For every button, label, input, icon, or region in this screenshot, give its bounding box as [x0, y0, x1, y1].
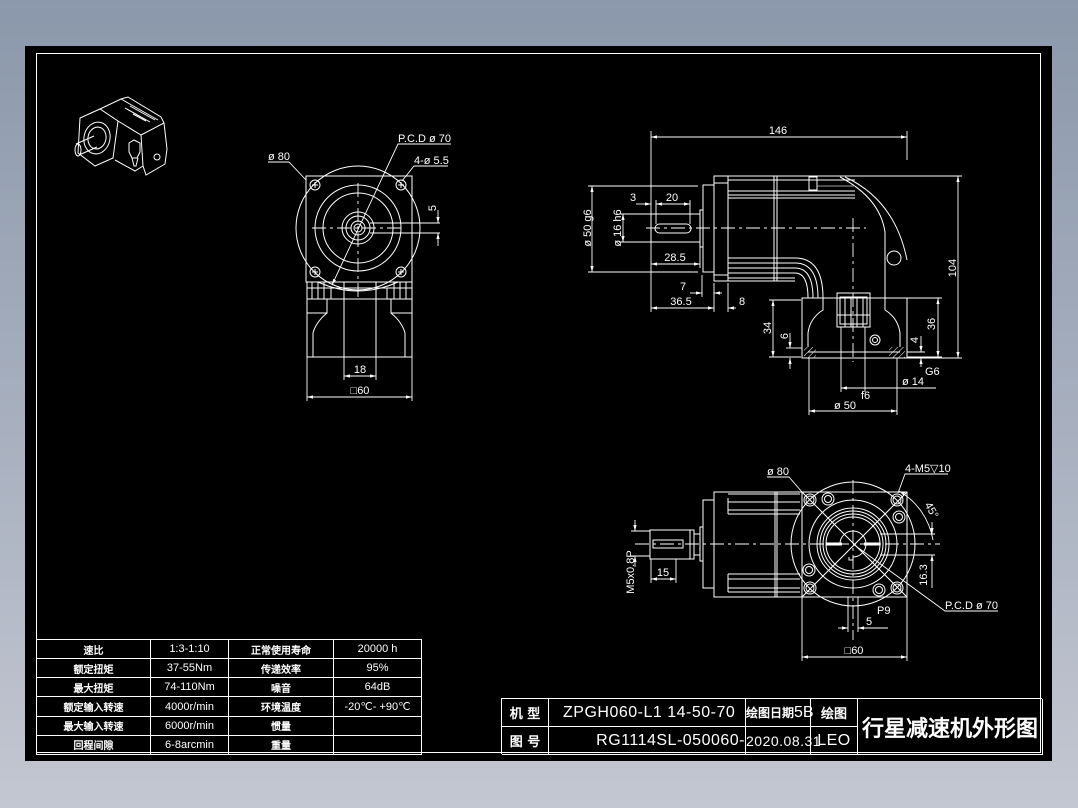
table-row: 最大扭矩 74-110Nm 噪音 64dB — [36, 677, 422, 698]
spec-value: 1:3-1:10 — [150, 638, 229, 660]
spec-label: 惯量 — [228, 715, 334, 736]
fit-f6: f6 — [861, 390, 870, 402]
dim-dia-80: ø 80 — [268, 151, 290, 163]
model-suffix: 5B — [794, 703, 814, 721]
date-value: 2020.08.31 — [746, 727, 821, 755]
dim-key-height: 16.3 — [918, 564, 930, 585]
spec-value: 4000r/min — [150, 696, 229, 717]
dim-flange-square: □60 — [845, 645, 864, 657]
dim-dia-80: ø 80 — [767, 466, 789, 478]
dim-shaft-dia: ø 16 h6 — [612, 209, 624, 246]
dim-pilot-dia: ø 50 g6 — [582, 209, 594, 246]
dim-pcd: P.C.D ø 70 — [398, 133, 451, 145]
dim-threads: 4-M5▽10 — [905, 463, 951, 475]
spec-label: 最大输入转速 — [36, 715, 151, 736]
dim-shaft-length: 28.5 — [664, 252, 685, 264]
spec-value: 74-110Nm — [150, 677, 229, 698]
dim-angle: 45° — [922, 500, 941, 520]
dim-overall-length: 146 — [769, 125, 787, 137]
spec-value — [333, 734, 422, 756]
dim-8: 8 — [739, 296, 745, 308]
table-row: 额定输入转速 4000r/min 环境温度 -20℃- +90℃ — [36, 696, 422, 717]
spec-value: 6000r/min — [150, 715, 229, 736]
dim-overall-height: 104 — [947, 259, 959, 277]
table-row: 回程间隙 6-8arcmin 重量 — [36, 734, 422, 756]
dim-base-dia: ø 50 — [834, 400, 856, 412]
dim-bore-dia: ø 14 — [902, 376, 924, 388]
spec-value: 6-8arcmin — [150, 734, 229, 756]
spec-label: 重量 — [228, 734, 334, 756]
spec-value: 64dB — [333, 677, 422, 698]
table-row: 额定扭矩 37-55Nm 传递效率 95% — [36, 658, 422, 679]
front-view: 5 ø 80 P.C.D ø 70 4-ø 5.5 18 □60 — [268, 133, 451, 401]
spec-label: 最大扭矩 — [36, 677, 151, 698]
spec-label: 传递效率 — [228, 658, 334, 679]
spec-label: 回程间隙 — [36, 734, 151, 756]
dim-holes: 4-ø 5.5 — [414, 155, 449, 167]
key-fit-p9: P9 — [877, 605, 890, 617]
date-label-cell: 绘图日期 5B — [746, 699, 814, 727]
dim-key-length: 20 — [666, 192, 678, 204]
spec-label: 额定扭矩 — [36, 658, 151, 679]
spec-value: 20000 h — [333, 638, 422, 660]
dim-36-5: 36.5 — [670, 296, 691, 308]
drawer-label: 绘图 — [811, 699, 858, 727]
spec-value: 37-55Nm — [150, 658, 229, 679]
side-view: 146 104 — [582, 125, 962, 415]
dim-7: 7 — [680, 281, 686, 293]
dim-34: 34 — [762, 322, 774, 334]
spec-label: 环境温度 — [228, 696, 334, 717]
spec-value: -20℃- +90℃ — [333, 696, 422, 717]
drawer-value: LEO — [811, 727, 858, 755]
model-label: 机 型 — [502, 699, 549, 727]
table-row: 速比 1:3-1:10 正常使用寿命 20000 h — [36, 638, 422, 660]
drawing-no-label: 图 号 — [502, 727, 549, 755]
spec-label: 噪音 — [228, 677, 334, 698]
spec-table: 速比 1:3-1:10 正常使用寿命 20000 h 额定扭矩 37-55Nm … — [36, 638, 422, 756]
dim-4: 4 — [909, 337, 921, 343]
spec-label: 正常使用寿命 — [228, 638, 334, 660]
date-label: 绘图日期 — [746, 706, 795, 720]
drawing-border — [36, 53, 1041, 753]
dim-key-width: 5 — [866, 616, 872, 628]
dim-shaft-thread: M5x0.8P — [625, 550, 637, 593]
dim-flange-square: □60 — [351, 385, 370, 397]
dim-shaft-width: 18 — [354, 364, 366, 376]
spec-value: 95% — [333, 658, 422, 679]
dim-key-width: 5 — [427, 205, 439, 211]
drawing-no-value: RG1114SL-050060- — [549, 727, 746, 755]
dim-pcd: P.C.D ø 70 — [945, 600, 998, 612]
bottom-view: ø 80 4-M5▽10 45° 16.3 P.C.D ø 70 M5x0.8P… — [625, 463, 998, 661]
spec-value — [333, 715, 422, 736]
dim-36: 36 — [926, 318, 938, 330]
dim-6: 6 — [779, 333, 791, 339]
dim-key-offset: 3 — [630, 192, 636, 204]
table-row: 最大输入转速 6000r/min 惯量 — [36, 715, 422, 736]
drawing-title: 行星减速机外形图 — [858, 699, 1043, 755]
spec-label: 额定输入转速 — [36, 696, 151, 717]
isometric-view — [74, 96, 168, 176]
model-value: ZPGH060-L1 14-50-70 — [549, 699, 746, 727]
fit-g6: G6 — [925, 366, 940, 378]
title-block: 机 型 ZPGH060-L1 14-50-70 绘图日期 5B 绘图 行星减速机… — [501, 698, 1043, 755]
spec-label: 速比 — [36, 638, 151, 660]
dim-thread-depth: 15 — [657, 567, 669, 579]
